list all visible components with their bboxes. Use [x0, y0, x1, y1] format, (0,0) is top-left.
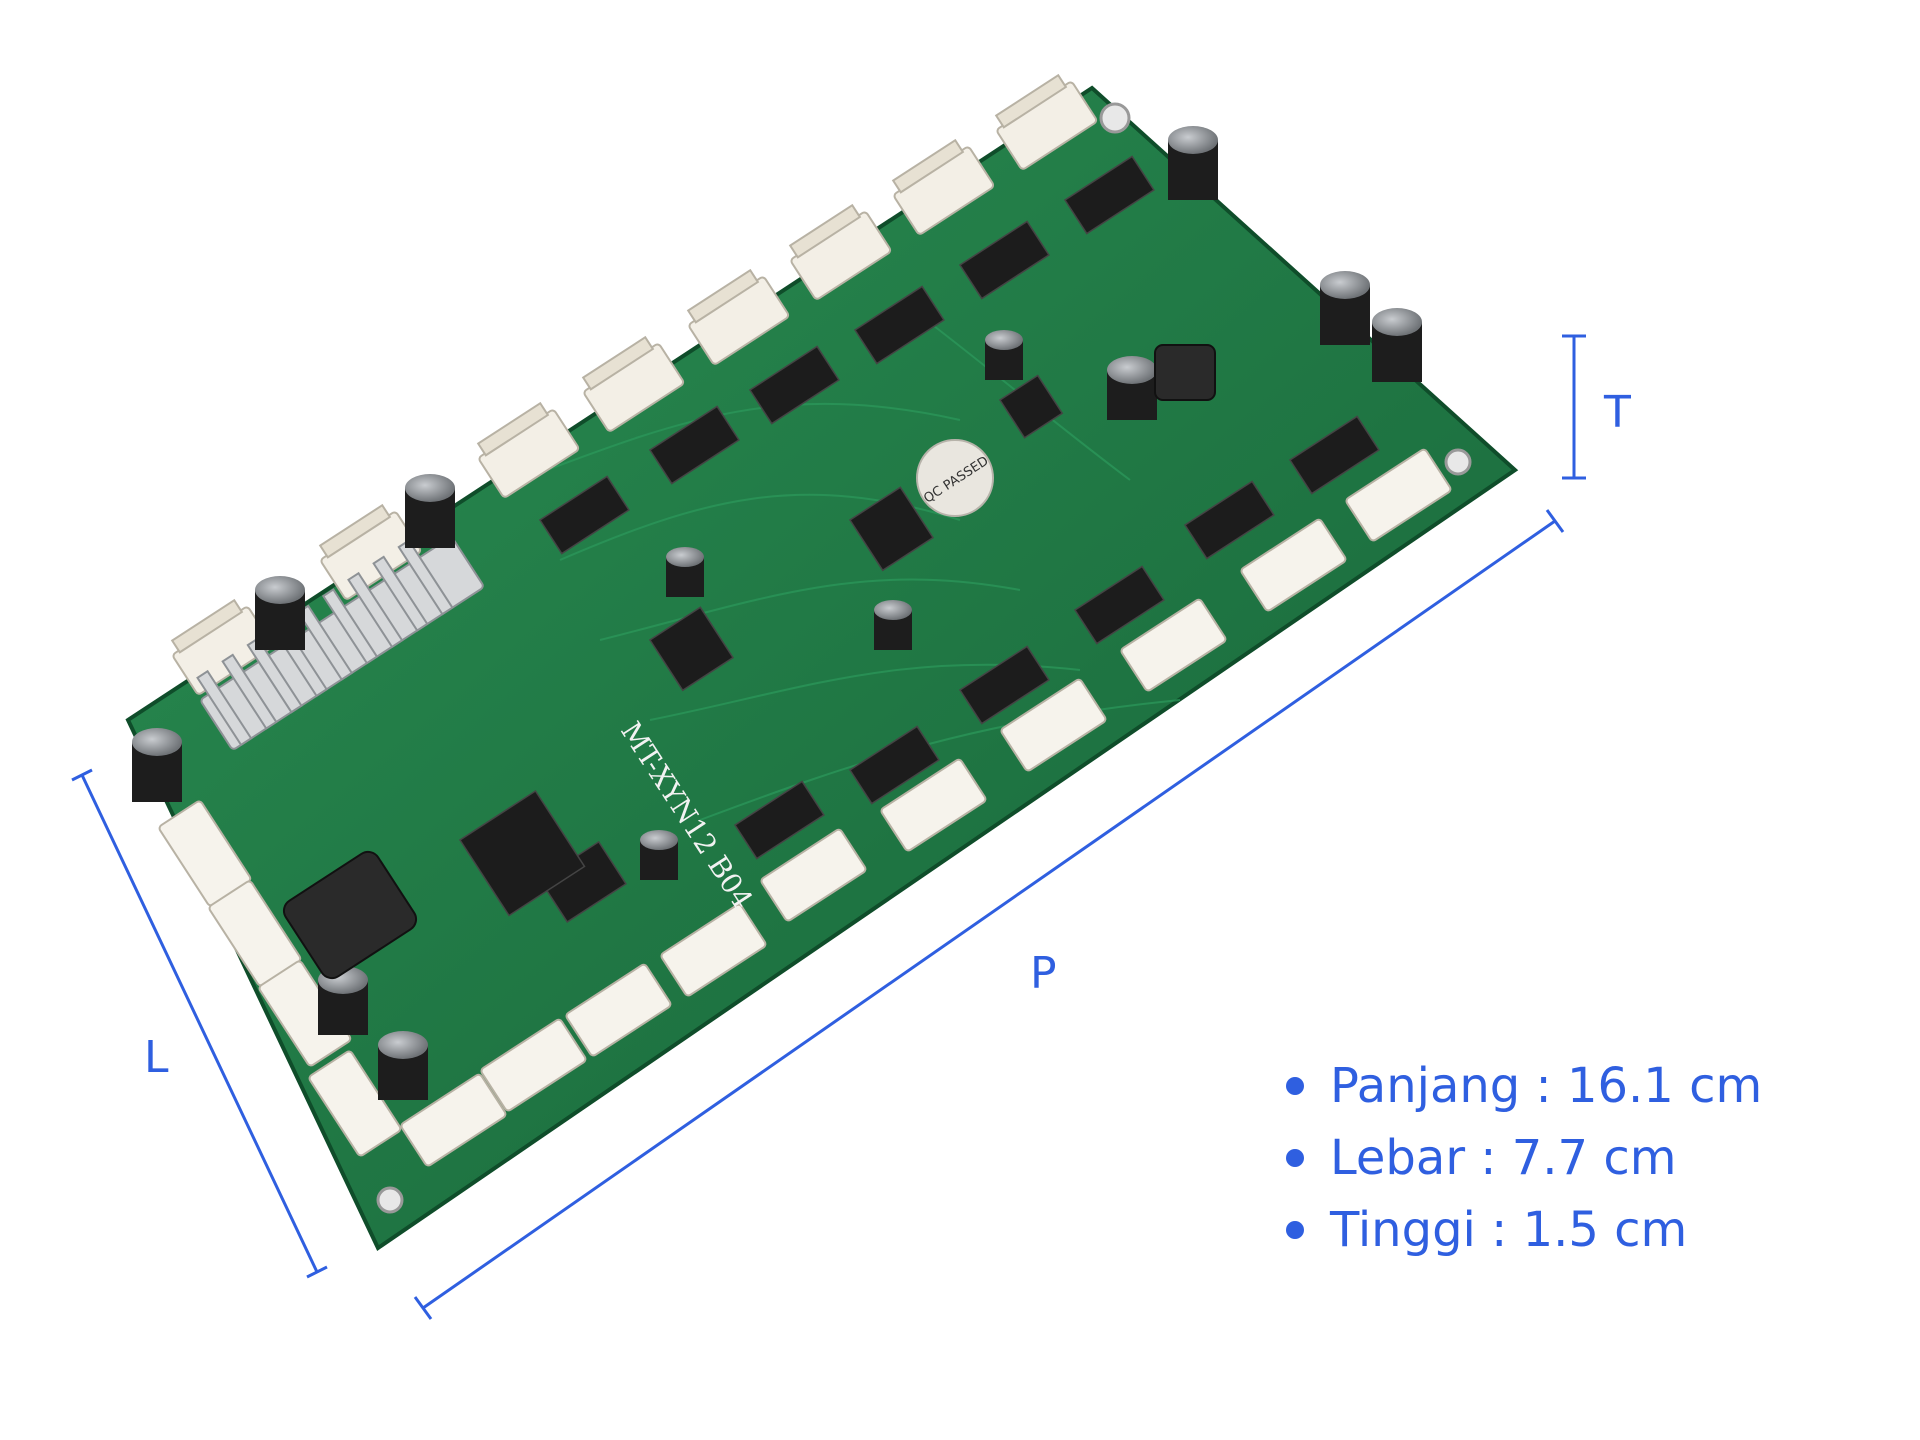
dimension-spec-list: Panjang : 16.1 cm Lebar : 7.7 cm Tinggi …: [1282, 1050, 1762, 1266]
length-dimension-line: [422, 519, 1556, 1310]
top-connectors: [170, 73, 1098, 695]
dimension-lines: [71, 334, 1586, 1320]
mounting-hole: [376, 1186, 404, 1214]
mounting-hole: [1099, 102, 1131, 134]
spec-text: Lebar : 7.7 cm: [1330, 1130, 1677, 1186]
width-dimension-line: [80, 774, 319, 1273]
height-label: T: [1604, 387, 1631, 438]
width-label: L: [144, 1032, 169, 1083]
spec-item-width: Lebar : 7.7 cm: [1282, 1122, 1762, 1194]
inductors: [282, 344, 1216, 980]
spec-text: Tinggi : 1.5 cm: [1330, 1202, 1688, 1258]
ic-chips: [458, 155, 1380, 923]
capacitors: [132, 126, 1422, 1100]
spec-item-height: Tinggi : 1.5 cm: [1282, 1194, 1762, 1266]
mounting-hole: [1444, 448, 1472, 476]
spec-text: Panjang : 16.1 cm: [1330, 1058, 1763, 1114]
length-label: P: [1030, 948, 1057, 999]
bottom-connectors: [158, 448, 1452, 1167]
bullet-icon: [1286, 1077, 1304, 1095]
bullet-icon: [1286, 1221, 1304, 1239]
bullet-icon: [1286, 1149, 1304, 1167]
qc-sticker: [916, 439, 994, 517]
spec-item-length: Panjang : 16.1 cm: [1282, 1050, 1762, 1122]
heatsinks: [196, 537, 484, 750]
